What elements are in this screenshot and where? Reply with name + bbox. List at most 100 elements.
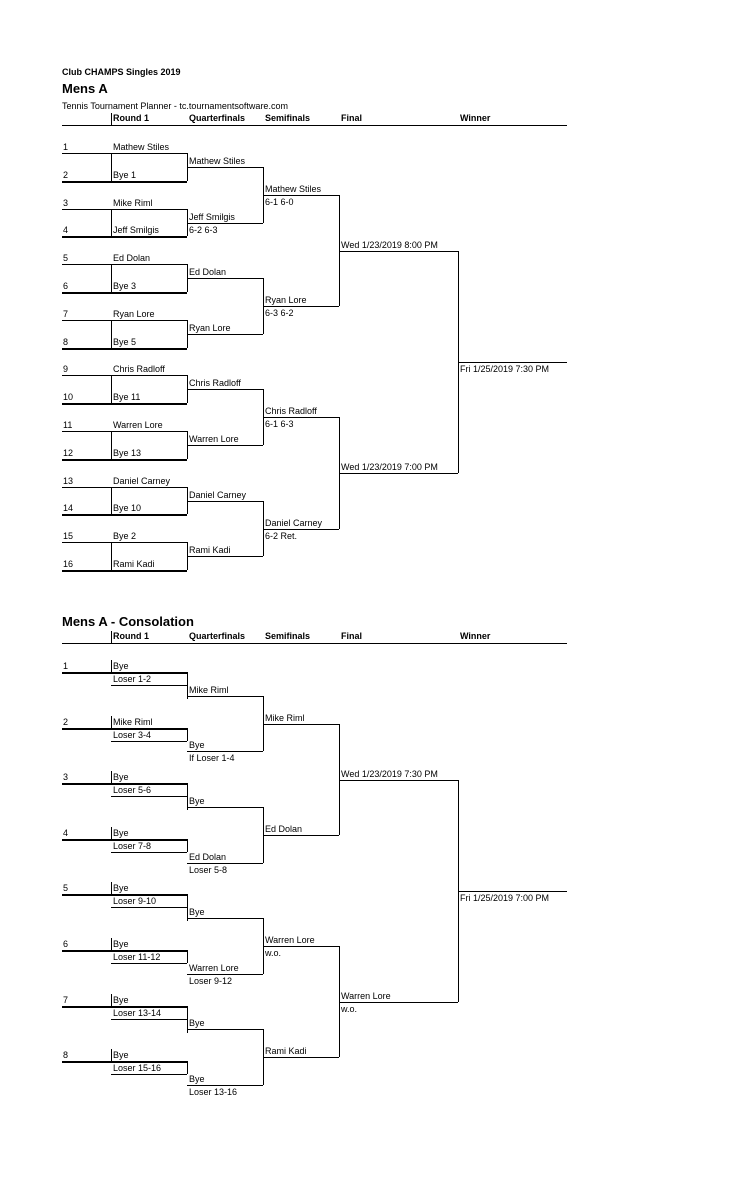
main-r1-bracket-line xyxy=(111,236,187,237)
round1-player: Daniel Carney xyxy=(113,476,171,486)
seed-number: 10 xyxy=(63,392,74,402)
consolation-bracket-title: Mens A - Consolation xyxy=(62,614,194,629)
consolation-quarterfinal-source: Loser 5-8 xyxy=(189,865,228,875)
consolation-semifinal-player: Ed Dolan xyxy=(265,824,303,834)
consolation-round1-source: Loser 3-4 xyxy=(113,730,152,740)
main-r1-bracket-line xyxy=(111,153,187,154)
final-match-time: Wed 1/23/2019 7:00 PM xyxy=(341,462,438,472)
main-entry-divider xyxy=(111,209,112,236)
consolation-round1-source: Loser 15-16 xyxy=(113,1063,162,1073)
main-header-divider xyxy=(111,113,112,126)
consolation-quarterfinal-source: Loser 9-12 xyxy=(189,976,233,986)
consolation-final-line xyxy=(339,1002,458,1003)
quarterfinal-player: Warren Lore xyxy=(189,434,239,444)
seed-number: 15 xyxy=(63,531,74,541)
consolation-seed-number: 5 xyxy=(63,883,69,893)
consolation-r1-connector xyxy=(187,894,188,921)
seed-number: 4 xyxy=(63,225,69,235)
main-r1-bracket-line xyxy=(111,542,187,543)
round1-player: Ed Dolan xyxy=(113,253,151,263)
consolation-entry-line xyxy=(62,894,187,896)
consolation-round1-player: Bye xyxy=(113,1050,129,1060)
consolation-semifinal-score: w.o. xyxy=(265,948,282,958)
semifinal-player: Ryan Lore xyxy=(265,295,307,305)
main-r1-bracket-line xyxy=(111,264,187,265)
main-winner-line xyxy=(458,362,567,363)
main-qf-line xyxy=(187,501,263,502)
quarterfinal-player: Rami Kadi xyxy=(189,545,231,555)
main-r1-bracket-line xyxy=(111,181,187,182)
consolation-entry-line xyxy=(62,783,187,785)
consolation-semifinal-player: Mike Riml xyxy=(265,713,305,723)
main-entry-divider xyxy=(111,320,112,348)
seed-number: 6 xyxy=(63,281,69,291)
main-entry-divider xyxy=(111,264,112,292)
main-r1-bracket-line xyxy=(111,431,187,432)
consolation-round1-source: Loser 7-8 xyxy=(113,841,152,851)
consolation-semifinal-player: Rami Kadi xyxy=(265,1046,307,1056)
consolation-round1-player: Bye xyxy=(113,883,129,893)
quarterfinal-score: 6-2 6-3 xyxy=(189,225,218,235)
round1-player: Jeff Smilgis xyxy=(113,225,159,235)
main-entry-line xyxy=(62,514,187,516)
main-qf-line xyxy=(187,389,263,390)
document-subtitle: Tennis Tournament Planner - tc.tournamen… xyxy=(62,101,288,111)
main-qf-line xyxy=(187,278,263,279)
consolation-entry-divider xyxy=(111,716,112,728)
semifinal-player: Mathew Stiles xyxy=(265,184,322,194)
consolation-r1-connector xyxy=(187,839,188,852)
main-column-header: Final xyxy=(341,113,363,123)
semifinal-score: 6-1 6-3 xyxy=(265,419,294,429)
main-r1-bracket-line xyxy=(111,570,187,571)
consolation-column-header: Semifinals xyxy=(265,631,311,641)
consolation-r1-line xyxy=(111,796,187,797)
consolation-entry-line xyxy=(62,1006,187,1008)
consolation-column-header: Winner xyxy=(460,631,491,641)
semifinal-player: Chris Radloff xyxy=(265,406,317,416)
round1-player: Bye 3 xyxy=(113,281,137,291)
consolation-sf-line xyxy=(263,835,339,836)
seed-number: 12 xyxy=(63,448,74,458)
consolation-seed-number: 3 xyxy=(63,772,69,782)
seed-number: 5 xyxy=(63,253,69,263)
main-qf-line xyxy=(187,223,263,224)
seed-number: 9 xyxy=(63,364,69,374)
seed-number: 11 xyxy=(63,420,73,430)
round1-player: Chris Radloff xyxy=(113,364,165,374)
semifinal-score: 6-1 6-0 xyxy=(265,197,294,207)
consolation-winner-match-time: Fri 1/25/2019 7:00 PM xyxy=(460,893,550,903)
round1-player: Bye 11 xyxy=(113,392,141,402)
seed-number: 13 xyxy=(63,476,74,486)
consolation-round1-player: Bye xyxy=(113,828,129,838)
seed-number: 3 xyxy=(63,198,69,208)
main-r1-bracket-line xyxy=(111,209,187,210)
main-qf-line xyxy=(187,445,263,446)
consolation-quarterfinal-source: If Loser 1-4 xyxy=(189,753,235,763)
consolation-r1-line xyxy=(111,852,187,853)
consolation-seed-number: 2 xyxy=(63,717,69,727)
consolation-quarterfinal-player: Bye xyxy=(189,796,205,806)
main-r1-bracket-line xyxy=(111,514,187,515)
consolation-qf-line xyxy=(187,1029,263,1030)
main-r1-bracket-line xyxy=(187,487,188,514)
consolation-entry-divider xyxy=(111,994,112,1006)
main-qf-line xyxy=(187,334,263,335)
consolation-entry-divider xyxy=(111,938,112,950)
consolation-final-line xyxy=(339,780,458,781)
consolation-r1-connector xyxy=(187,672,188,699)
main-sf-line xyxy=(263,195,339,196)
consolation-sf-line xyxy=(263,1057,339,1058)
main-entry-divider xyxy=(111,487,112,514)
main-column-header: Winner xyxy=(460,113,491,123)
consolation-r1-line xyxy=(111,685,187,686)
consolation-seed-number: 7 xyxy=(63,995,69,1005)
consolation-r1-connector xyxy=(187,1006,188,1033)
consolation-quarterfinal-source: Loser 13-16 xyxy=(189,1087,238,1097)
consolation-round1-player: Bye xyxy=(113,995,129,1005)
main-qf-line xyxy=(187,556,263,557)
consolation-column-header: Final xyxy=(341,631,363,641)
seed-number: 16 xyxy=(63,559,74,569)
consolation-qf-line xyxy=(187,918,263,919)
document-title: Club CHAMPS Singles 2019 xyxy=(62,67,181,77)
consolation-quarterfinal-player: Mike Riml xyxy=(189,685,229,695)
